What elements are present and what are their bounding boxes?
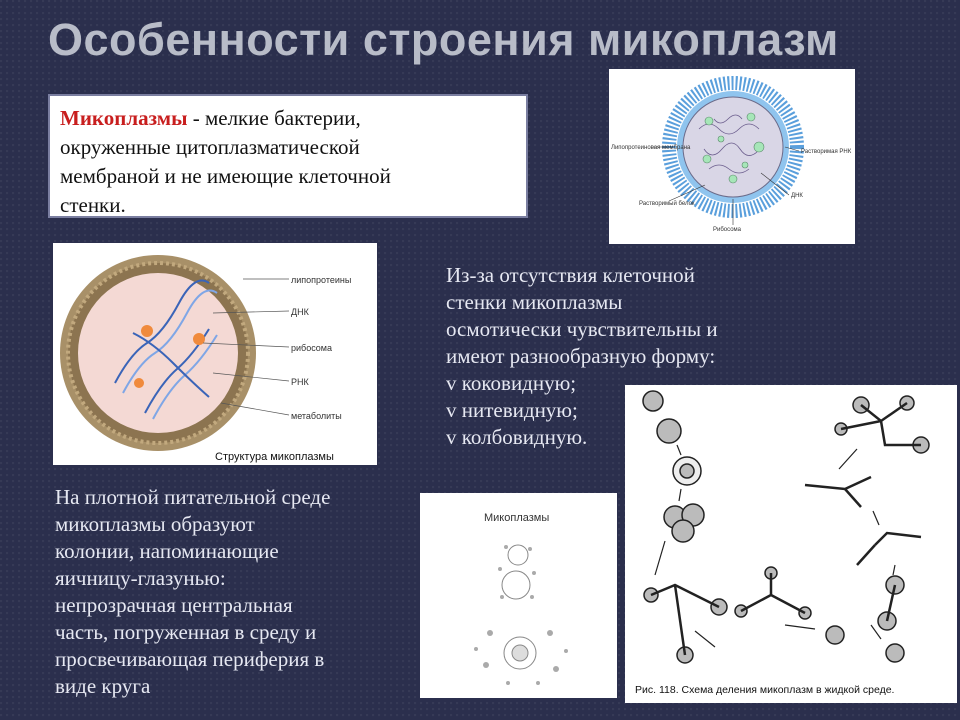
shape-item: v колбовидную.	[446, 425, 588, 449]
ribosome-dots	[702, 112, 765, 184]
division-cells	[642, 390, 930, 664]
colony-text: На плотной питательной среде микоплазмы …	[55, 484, 415, 700]
osmotic-line: имеют разнообразную форму:	[446, 344, 716, 368]
definition-line: стенки.	[60, 193, 126, 217]
label-rna: Растворимая РНК	[801, 149, 852, 155]
colony-line: часть, погруженная в среду и	[55, 620, 317, 644]
definition-line: - мелкие бактерии,	[187, 106, 361, 130]
colony-line: виде круга	[55, 674, 151, 698]
osmotic-line: Из-за отсутствия клеточной	[446, 263, 695, 287]
ribosome-spots	[134, 325, 205, 388]
slide-title: Особенности строения микоплазм	[48, 14, 839, 65]
osmotic-text: Из-за отсутствия клеточной стенки микопл…	[446, 262, 806, 451]
colony-line: На плотной питательной среде	[55, 485, 331, 509]
osmotic-line: стенки микоплазмы	[446, 290, 623, 314]
mycoplasma-structure-figure: липопротеины ДНК рибосома РНК метаболиты…	[53, 243, 377, 465]
colony-line: колонии, напоминающие	[55, 539, 279, 563]
mycoplasma-cell-diagram: Липопротеиновая мембрана Растворимый бел…	[609, 69, 855, 244]
label-soluble-protein: Растворимый белок	[639, 200, 695, 207]
label-dna: ДНК	[791, 193, 803, 199]
division-scheme-figure: Рис. 118. Схема деления микоплазм в жидк…	[625, 385, 957, 703]
definition-term: Микоплазмы	[60, 106, 188, 130]
fig4-caption: Рис. 118. Схема деления микоплазм в жидк…	[635, 684, 894, 696]
colony-line: яичницу-глазунью:	[55, 566, 226, 590]
label-membrane: Липопротеиновая мембрана	[611, 145, 691, 151]
fig3-caption: Микоплазмы	[484, 512, 549, 524]
osmotic-line: осмотически чувствительны и	[446, 317, 718, 341]
label-lipoproteins: липопротеины	[291, 275, 351, 285]
microscope-cells	[501, 544, 537, 670]
fig2-caption: Структура микоплазмы	[215, 451, 334, 463]
definition-line: окруженные цитоплазматической	[60, 135, 360, 159]
colony-line: микоплазмы образуют	[55, 512, 255, 536]
cytoplasm	[78, 273, 238, 433]
division-filaments	[650, 401, 922, 656]
shape-item: v нитевидную;	[446, 398, 578, 422]
definition-box: Микоплазмы - мелкие бактерии, окруженные…	[48, 94, 528, 218]
colony-line: просвечивающая периферия в	[55, 647, 325, 671]
colony-line: непрозрачная центральная	[55, 593, 293, 617]
label-dna: ДНК	[291, 307, 310, 317]
mycoplasma-micrograph: Микоплазмы	[420, 493, 617, 698]
label-ribosome: Рибосома	[713, 227, 742, 233]
definition-line: мембраной и не имеющие клеточной	[60, 164, 391, 188]
shape-item: v коковидную;	[446, 371, 577, 395]
label-ribosome: рибосома	[291, 343, 332, 353]
label-metabolites: метаболиты	[291, 411, 342, 421]
label-rna: РНК	[291, 377, 310, 387]
division-arrows	[654, 444, 896, 648]
